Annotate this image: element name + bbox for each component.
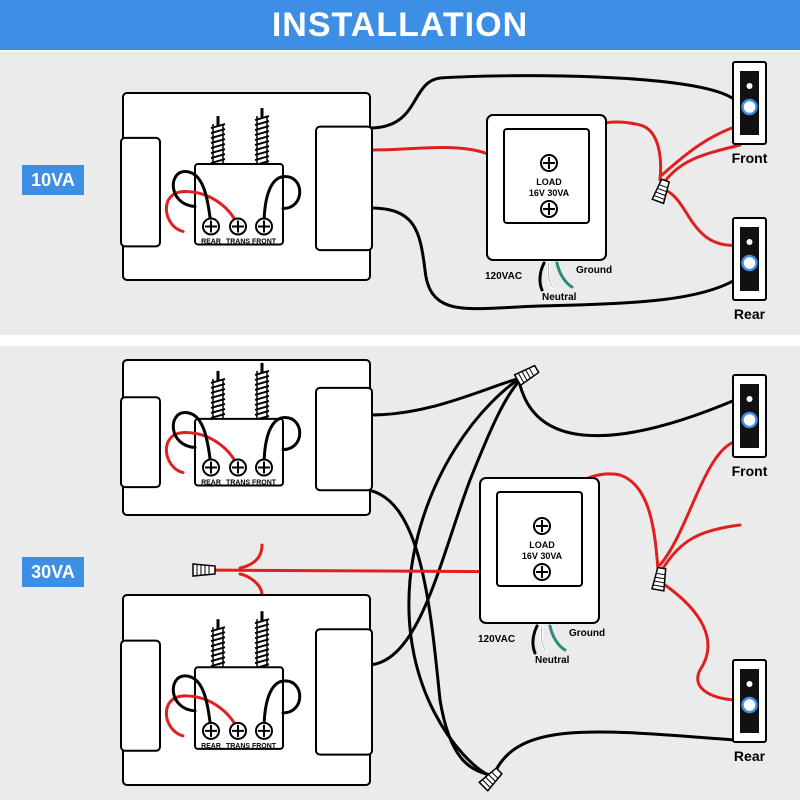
trans-jumper-wire — [164, 431, 240, 475]
nut-to-front-black — [518, 383, 737, 438]
wire-nut-upper — [513, 364, 540, 387]
nut-to-rear-wire — [663, 188, 742, 247]
terminal-screw-icon — [255, 721, 273, 740]
nut-to-front-red — [658, 438, 742, 567]
page-title: INSTALLATION — [0, 0, 800, 50]
terminal-screw-icon — [202, 458, 220, 477]
terminal-label-front: FRONT — [252, 480, 277, 487]
rear-doorbell-top-label: Rear — [734, 306, 766, 322]
label-neutral: Neutral — [542, 292, 577, 303]
terminal-screw-icon — [229, 721, 247, 740]
trans-jumper-wire — [164, 189, 240, 233]
trans-jumper-wire — [164, 694, 240, 738]
nut-to-front-wire-2 — [660, 143, 742, 187]
front-loop-wire — [262, 679, 302, 733]
nut-to-rear-black — [493, 730, 737, 774]
terminal-screw-icon — [533, 563, 551, 581]
upper-black-wire — [368, 376, 522, 417]
label-neutral: Neutral — [535, 655, 570, 666]
terminal-screw-icon — [540, 200, 558, 218]
rear-loop-wire — [171, 169, 213, 228]
ground-wire — [548, 624, 567, 652]
trans2-to-top-nut — [368, 376, 524, 667]
terminal-screw-icon — [255, 217, 273, 236]
hot-wire — [531, 624, 539, 655]
trans1-red-lead — [238, 543, 264, 570]
section-label-10va: 10VA — [22, 165, 84, 195]
chime-label-rating: 16V 30VA — [522, 551, 563, 561]
wire-nut-top — [651, 178, 671, 205]
rear-loop-wire — [171, 411, 213, 470]
trans1-to-bottom-nut — [366, 488, 492, 777]
mounting-screw-icon — [210, 619, 226, 668]
terminal-label-rear: REAR — [201, 238, 221, 245]
terminal-screw-icon — [533, 517, 551, 535]
mounting-screw-icon — [210, 116, 226, 165]
chime-label-load: LOAD — [536, 177, 562, 187]
chime-label-rating: 16V 30VA — [529, 188, 570, 198]
rear-doorbell-bottom-label: Rear — [734, 748, 766, 764]
nut-to-front-wire — [660, 123, 742, 177]
chime-label-load: LOAD — [529, 540, 555, 550]
terminal-screw-icon — [229, 217, 247, 236]
terminal-screw-icon — [229, 458, 247, 477]
front-loop-wire — [262, 416, 302, 470]
mounting-screw-icon — [254, 108, 270, 167]
terminal-label-rear: REAR — [201, 480, 221, 487]
nut-to-front-red-2 — [660, 523, 742, 572]
label-ground: Ground — [576, 265, 612, 276]
wire-nut-lower — [478, 767, 503, 792]
terminal-screw-icon — [255, 458, 273, 477]
front-doorbell-top: Front — [732, 61, 768, 166]
label-120vac: 120VAC — [478, 634, 515, 645]
front-doorbell-bottom-label: Front — [732, 463, 768, 479]
terminal-label-rear: REAR — [201, 743, 221, 750]
terminal-screw-icon — [202, 721, 220, 740]
front-loop-wire — [262, 174, 302, 228]
section-label-30va: 30VA — [22, 557, 84, 587]
label-ground: Ground — [569, 628, 605, 639]
terminal-screw-icon — [540, 154, 558, 172]
nut-to-rear-red — [663, 583, 742, 702]
rear-doorbell-top: Rear — [732, 217, 767, 322]
wire-nut-red — [651, 566, 667, 592]
top-nut-to-bottom-nut — [407, 370, 532, 777]
ground-wire — [555, 261, 574, 289]
terminal-label-front: FRONT — [252, 238, 277, 245]
hot-wire — [538, 261, 546, 292]
terminal-screw-icon — [202, 217, 220, 236]
wire-nut-bus — [192, 563, 216, 577]
mounting-screw-icon — [210, 370, 226, 419]
rear-doorbell-bottom: Rear — [732, 659, 767, 764]
front-button-black-wire — [368, 74, 737, 130]
rear-loop-wire — [171, 674, 213, 733]
label-120vac: 120VAC — [485, 271, 522, 282]
terminal-label-trans: TRANS — [226, 480, 250, 487]
terminal-label-trans: TRANS — [226, 238, 250, 245]
front-doorbell-top-label: Front — [732, 150, 768, 166]
trans2-red-lead — [238, 572, 264, 597]
terminal-label-front: FRONT — [252, 743, 277, 750]
rear-button-black-wire — [368, 206, 737, 311]
terminal-label-trans: TRANS — [226, 743, 250, 750]
front-doorbell-bottom: Front — [732, 374, 768, 479]
